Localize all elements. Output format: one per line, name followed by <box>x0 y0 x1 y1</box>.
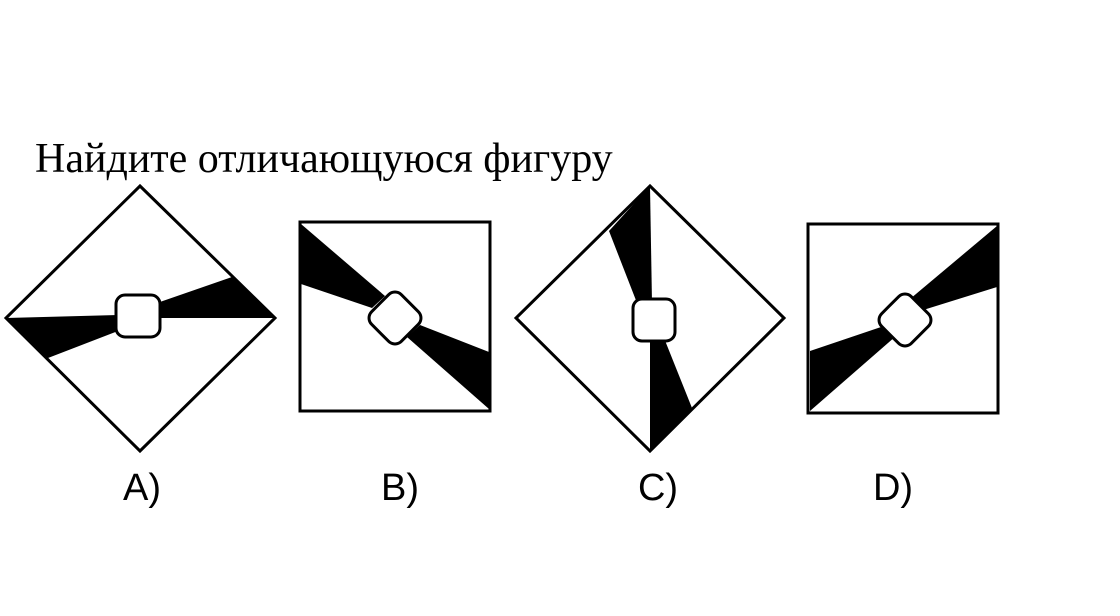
option-c-center-square <box>631 297 677 343</box>
option-d-figure[interactable] <box>806 222 1000 415</box>
option-d-center-diamond <box>877 292 933 348</box>
option-c-wedge-bottom <box>650 338 692 451</box>
option-d-wedge-top <box>910 226 997 311</box>
option-b-center-diamond <box>367 290 423 346</box>
option-d-label: D) <box>873 467 913 509</box>
option-b-label: B) <box>381 467 419 509</box>
option-b-wedge-top <box>301 224 385 308</box>
option-c-wedge-top <box>609 186 652 303</box>
option-a-wedge-right <box>157 277 275 318</box>
option-c-label: C) <box>638 467 678 509</box>
option-d-wedge-bottom <box>810 326 896 411</box>
option-a-wedge-left <box>6 315 118 358</box>
option-a-figure[interactable] <box>3 183 278 454</box>
option-b-wedge-bottom <box>407 325 489 409</box>
option-c-figure[interactable] <box>513 183 787 454</box>
option-a-center-square <box>114 293 162 339</box>
question-title: Найдите отличающуюся фигуру <box>35 136 613 182</box>
option-b-figure[interactable] <box>298 220 492 413</box>
option-a-label: A) <box>123 467 161 509</box>
